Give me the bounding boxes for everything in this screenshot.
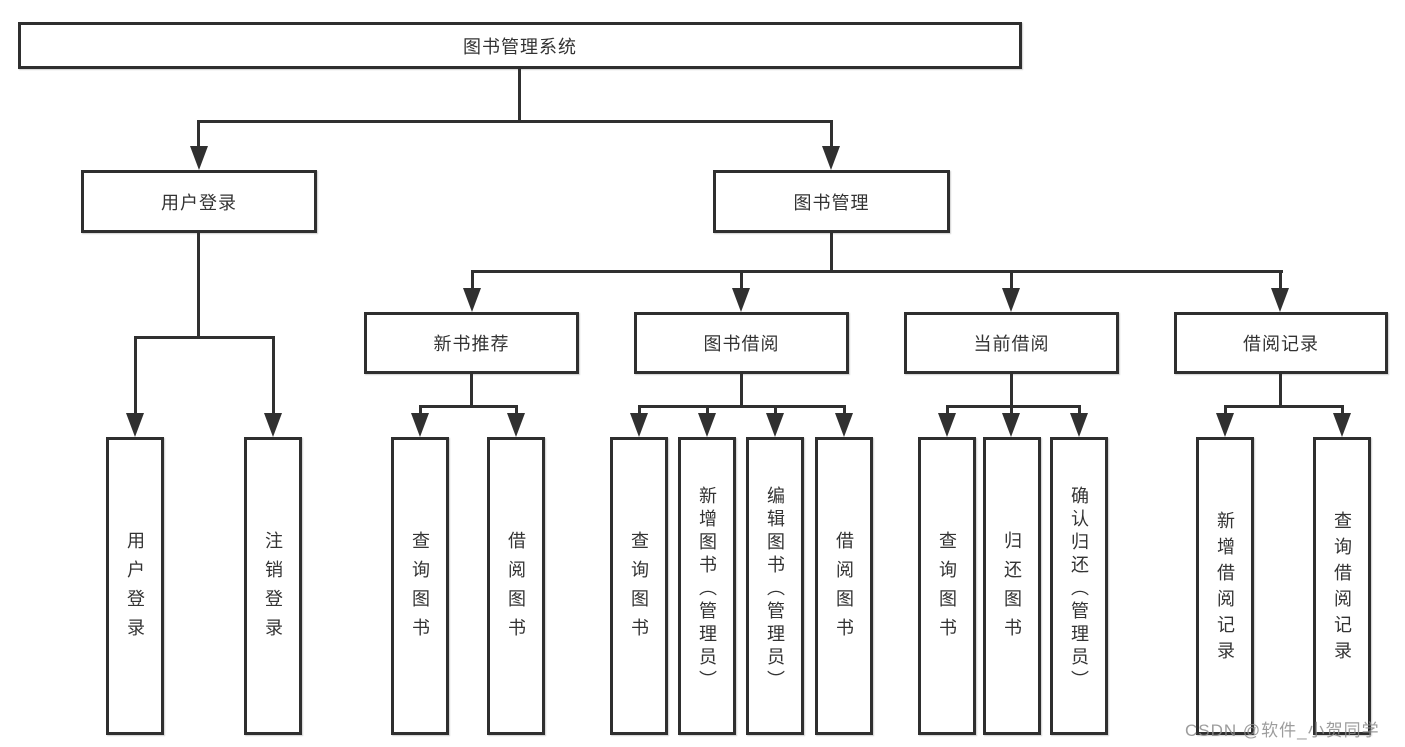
arrowhead-down-icon [126,413,144,437]
connector-vline [470,374,473,408]
leaf-query-books-borrowing: 查询图书 [610,437,668,735]
connector-hline [638,405,846,408]
arrowhead-down-icon [766,413,784,437]
connector-vline [1010,270,1013,292]
arrowhead-down-icon [1002,288,1020,312]
connector-hline [946,405,1080,408]
connector-vline [272,336,275,416]
connector-vline [1279,270,1282,292]
node-book-management: 图书管理 [713,170,950,233]
leaf-edit-books-admin: 编辑图书（管理员） [746,437,804,735]
node-new-book-recommendation: 新书推荐 [364,312,579,374]
arrowhead-down-icon [822,146,840,170]
connector-vline [740,270,743,292]
connector-vline [1341,405,1344,417]
connector-vline [638,405,641,417]
csdn-watermark: CSDN @软件_小贺同学 [1185,721,1380,740]
connector-hline [471,270,1283,273]
connector-vline [706,405,709,417]
connector-vline [830,120,833,150]
leaf-query-borrow-record: 查询借阅记录 [1313,437,1371,735]
arrowhead-down-icon [264,413,282,437]
connector-vline [1078,405,1081,417]
connector-vline [740,374,743,408]
leaf-user-login: 用户登录 [106,437,164,735]
leaf-borrow-books-borrowing: 借阅图书 [815,437,873,735]
connector-hline [419,405,518,408]
leaf-add-borrow-record: 新增借阅记录 [1196,437,1254,735]
arrowhead-down-icon [1002,413,1020,437]
arrowhead-down-icon [1271,288,1289,312]
connector-hline [134,336,275,339]
arrowhead-down-icon [463,288,481,312]
node-borrowing-records: 借阅记录 [1174,312,1388,374]
connector-vline [197,120,200,150]
arrowhead-down-icon [698,413,716,437]
node-library-management-system: 图书管理系统 [18,22,1022,69]
connector-vline [419,405,422,417]
connector-vline [946,405,949,417]
connector-vline [1010,405,1013,417]
arrowhead-down-icon [190,146,208,170]
arrowhead-down-icon [938,413,956,437]
leaf-query-books-current: 查询图书 [918,437,976,735]
connector-vline [471,270,474,292]
connector-vline [197,233,200,339]
leaf-query-books-recommend: 查询图书 [391,437,449,735]
arrowhead-down-icon [835,413,853,437]
leaf-add-books-admin: 新增图书（管理员） [678,437,736,735]
node-current-borrowing: 当前借阅 [904,312,1119,374]
leaf-borrow-books-recommend: 借阅图书 [487,437,545,735]
connector-vline [1279,374,1282,408]
arrowhead-down-icon [1216,413,1234,437]
leaf-confirm-return-admin: 确认归还（管理员） [1050,437,1108,735]
connector-vline [1010,374,1013,408]
connector-vline [515,405,518,417]
connector-vline [774,405,777,417]
connector-vline [830,233,833,273]
connector-hline [197,120,833,123]
node-book-borrowing: 图书借阅 [634,312,849,374]
leaf-return-books: 归还图书 [983,437,1041,735]
connector-vline [843,405,846,417]
arrowhead-down-icon [732,288,750,312]
leaf-logout: 注销登录 [244,437,302,735]
connector-vline [518,69,521,121]
arrowhead-down-icon [630,413,648,437]
connector-vline [134,336,137,416]
arrowhead-down-icon [507,413,525,437]
arrowhead-down-icon [411,413,429,437]
connector-vline [1224,405,1227,417]
arrowhead-down-icon [1333,413,1351,437]
node-user-login: 用户登录 [81,170,317,233]
connector-hline [1224,405,1344,408]
arrowhead-down-icon [1070,413,1088,437]
